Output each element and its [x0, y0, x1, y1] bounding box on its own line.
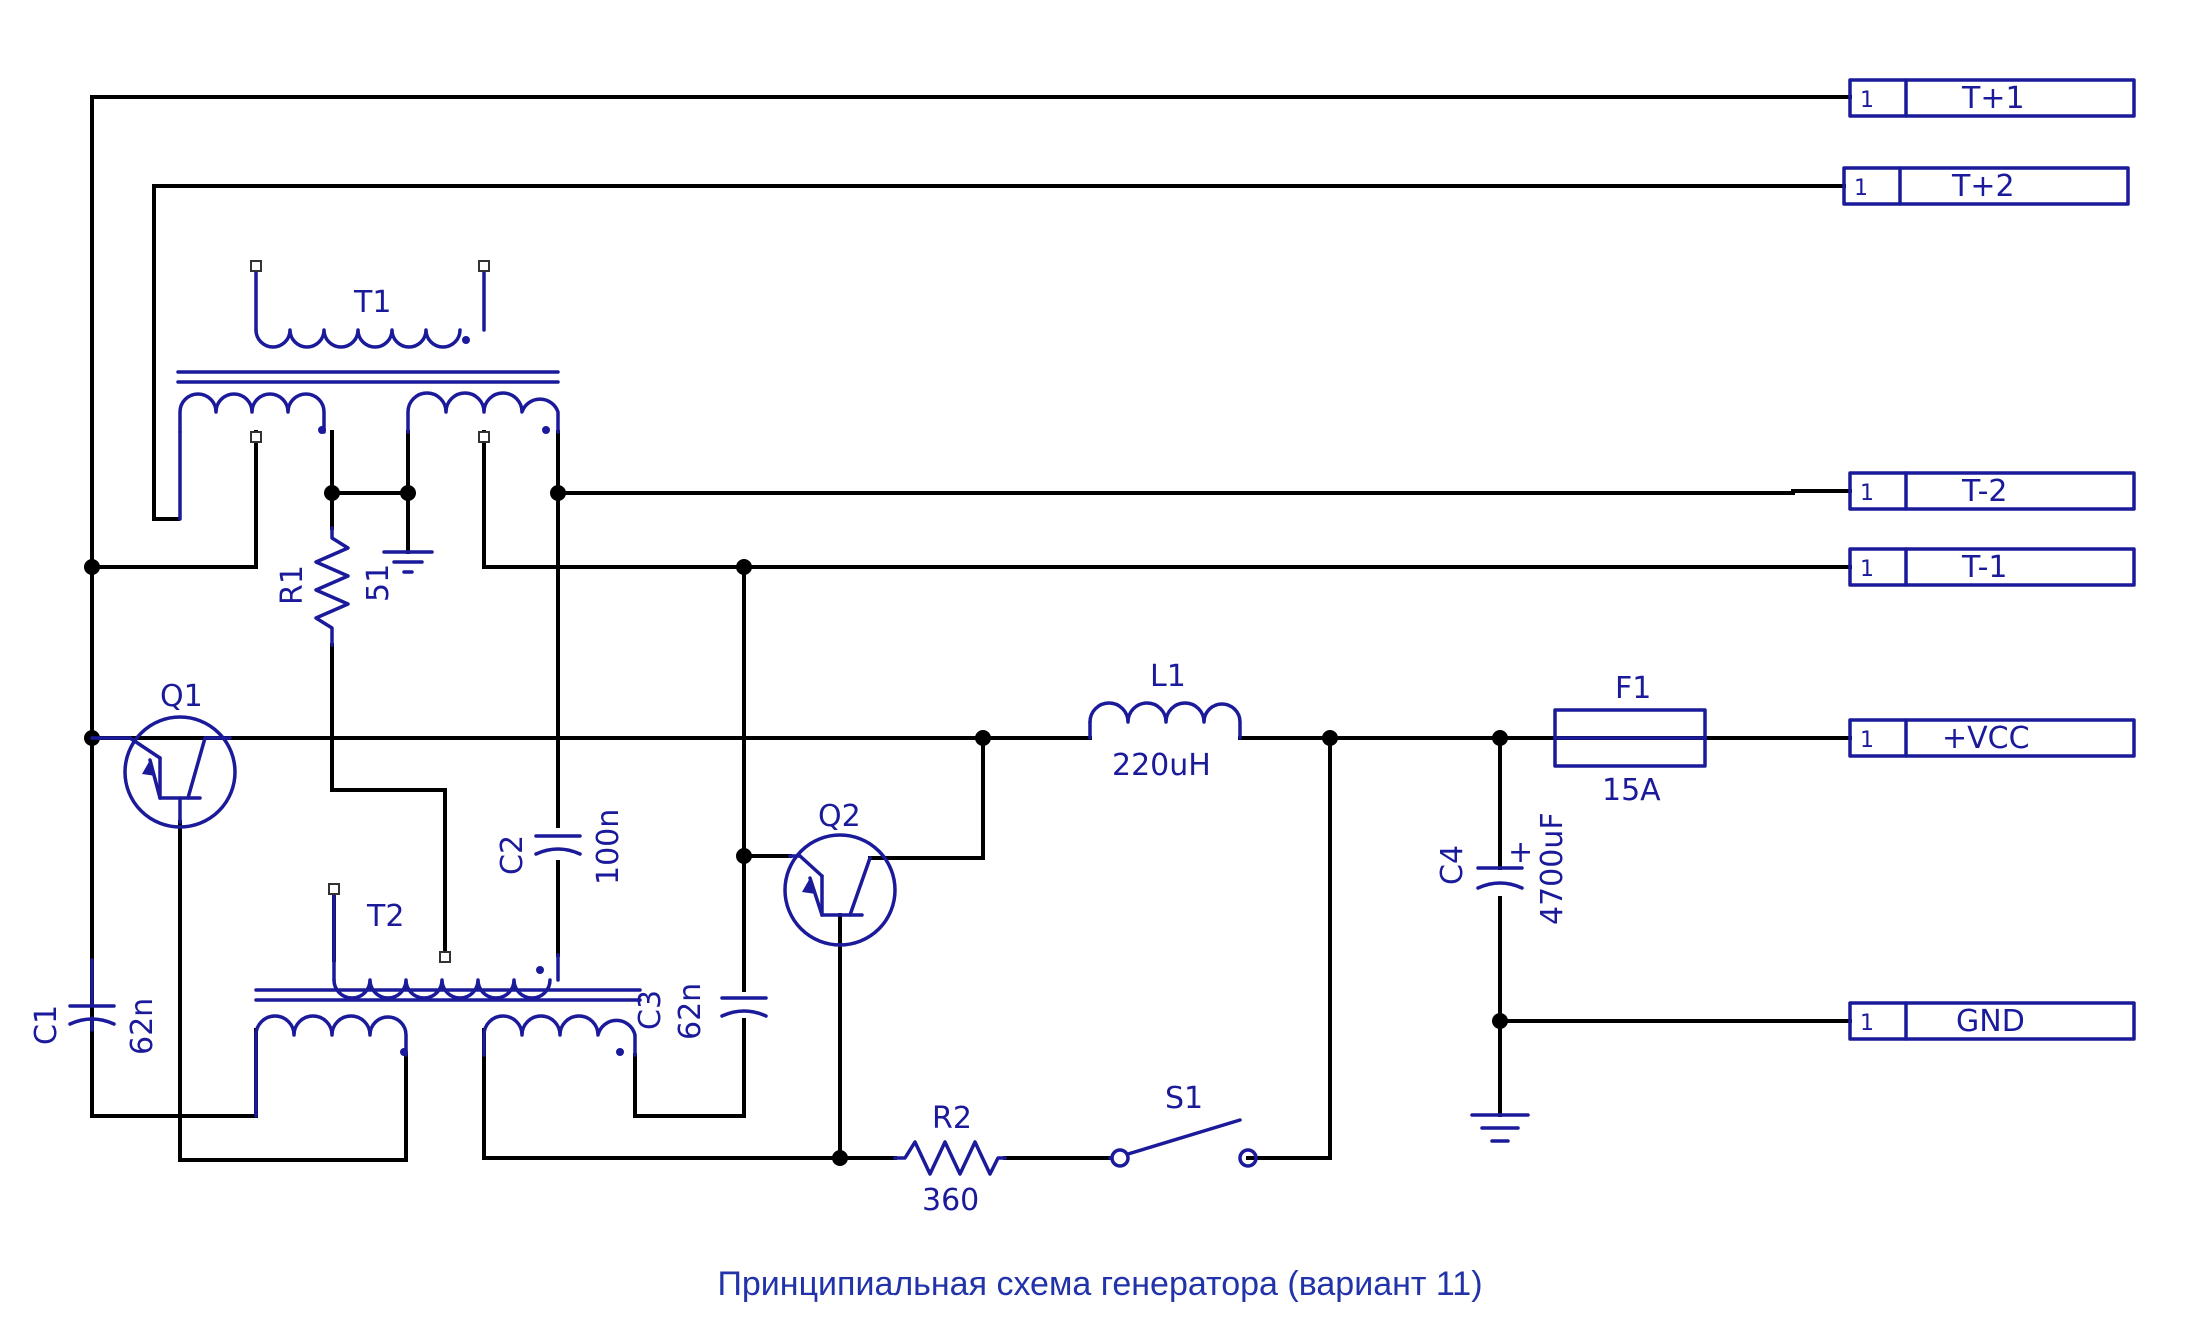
connector-label: T+1	[1961, 81, 2025, 116]
connector-vcc: 1 +VCC	[1848, 718, 2136, 758]
svg-text:1: 1	[1860, 1011, 1874, 1036]
transistor-q2: Q2	[783, 799, 897, 947]
t1-ref: T1	[353, 285, 391, 320]
capacitor-c3: C3 62n	[633, 983, 768, 1040]
ground-symbol-t1	[382, 550, 434, 574]
resistor-r2: R2 360	[893, 1101, 1007, 1218]
r2-value: 360	[922, 1183, 979, 1218]
diagram-caption: Принципиальная схема генератора (вариант…	[717, 1265, 1483, 1303]
r1-value: 51	[361, 564, 396, 602]
capacitor-c4: + C4 4700uF	[1435, 812, 1570, 925]
l1-value: 220uH	[1112, 748, 1211, 783]
connector-label: T-1	[1961, 550, 2007, 585]
c4-ref: C4	[1435, 845, 1470, 885]
connector-t-plus-1: 1 T+1	[1848, 78, 2136, 118]
q1-ref: Q1	[160, 679, 203, 714]
svg-text:1: 1	[1860, 88, 1874, 113]
svg-text:1: 1	[1860, 481, 1874, 506]
c4-polarity: +	[1508, 835, 1533, 870]
r2-ref: R2	[932, 1101, 972, 1136]
c2-value: 100n	[591, 809, 626, 885]
c1-value: 62n	[125, 998, 160, 1055]
transformer-t1: T1	[176, 260, 560, 521]
r1-ref: R1	[275, 565, 310, 605]
f1-ref: F1	[1615, 671, 1651, 706]
c3-value: 62n	[673, 983, 708, 1040]
transformer-t2: T2	[254, 883, 642, 1118]
c4-value: 4700uF	[1535, 812, 1570, 925]
q2-ref: Q2	[818, 799, 861, 834]
f1-value: 15A	[1602, 773, 1661, 808]
c1-ref: C1	[29, 1005, 64, 1045]
connector-label: T-2	[1961, 474, 2007, 509]
resistor-r1: R1 51	[275, 526, 396, 647]
capacitor-c2: C2 100n	[495, 809, 626, 885]
connector-label: +VCC	[1942, 721, 2030, 756]
transistor-q1: Q1	[90, 679, 237, 829]
svg-text:1: 1	[1854, 176, 1868, 201]
c2-ref: C2	[495, 835, 530, 875]
t2-ref: T2	[366, 899, 404, 934]
junctions	[84, 485, 1508, 1166]
connector-t-minus-1: 1 T-1	[1848, 547, 2136, 587]
connector-t-plus-2: 1 T+2	[1842, 166, 2130, 206]
c3-ref: C3	[633, 990, 668, 1030]
inductor-l1: L1 220uH	[1088, 659, 1242, 783]
l1-ref: L1	[1150, 659, 1186, 694]
connector-label: GND	[1956, 1004, 2025, 1039]
fuse-f1: F1 15A	[1553, 671, 1707, 808]
svg-text:1: 1	[1860, 728, 1874, 753]
switch-s1: S1	[1108, 1081, 1258, 1168]
s1-ref: S1	[1165, 1081, 1203, 1116]
connector-t-minus-2: 1 T-2	[1848, 471, 2136, 511]
ground-symbol-c4	[1470, 1113, 1530, 1143]
capacitor-c1: C1 62n	[29, 958, 160, 1055]
svg-text:1: 1	[1860, 557, 1874, 582]
connector-label: T+2	[1951, 169, 2015, 204]
connector-gnd: 1 GND	[1848, 1001, 2136, 1041]
